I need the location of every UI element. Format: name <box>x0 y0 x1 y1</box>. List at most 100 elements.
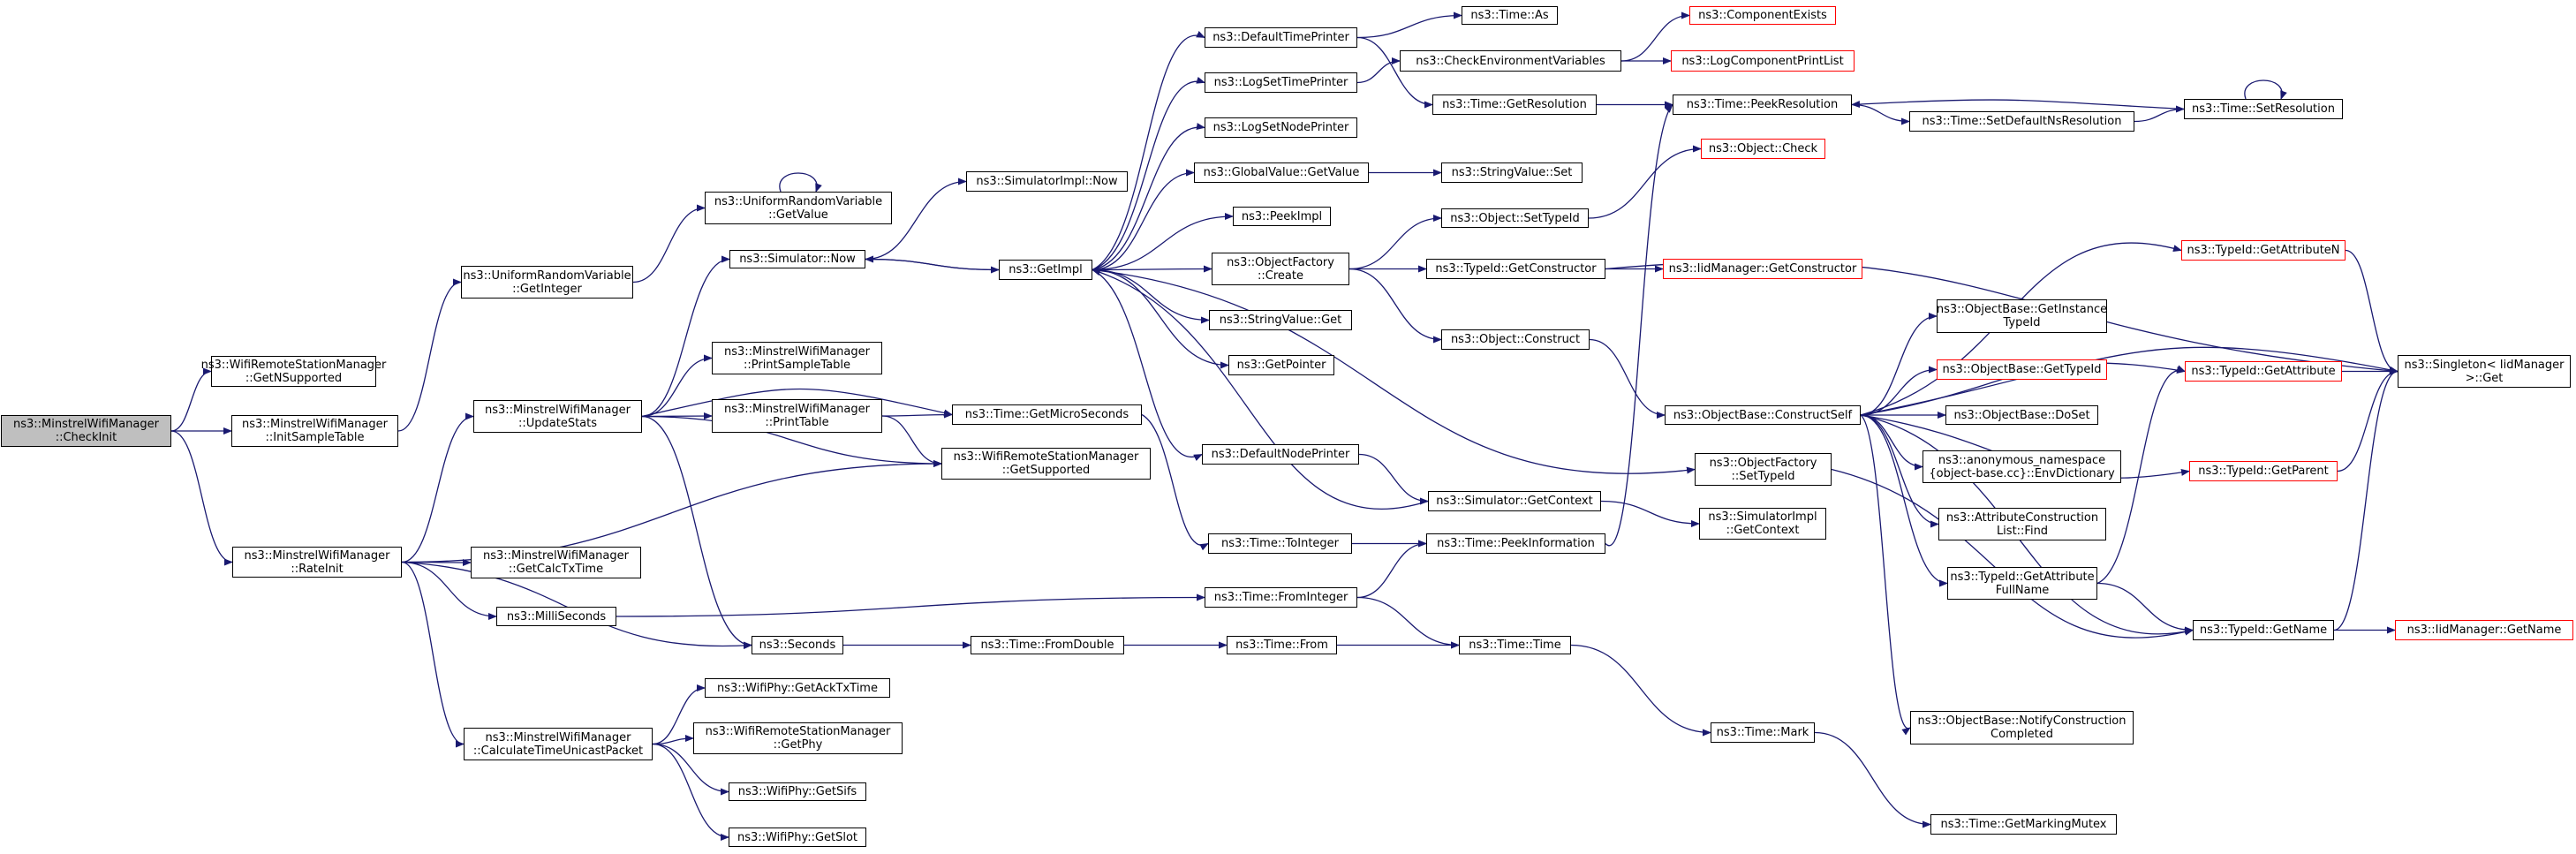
node-logcomponentprintlist[interactable]: ns3::LogComponentPrintList <box>1671 50 1855 72</box>
node-singleton-iidmanager-get[interactable]: ns3::Singleton< IidManager >::Get <box>2398 355 2571 388</box>
node-time-time[interactable]: ns3::Time::Time <box>1459 636 1571 654</box>
node-stringvalue-set[interactable]: ns3::StringValue::Set <box>1441 162 1583 183</box>
node-componentexists[interactable]: ns3::ComponentExists <box>1689 6 1836 25</box>
call-edge <box>401 561 497 620</box>
call-edge <box>170 430 233 566</box>
node-stringvalue-get[interactable]: ns3::StringValue::Get <box>1209 310 1352 330</box>
node-defaulttimeprinter[interactable]: ns3::DefaultTimePrinter <box>1205 27 1357 48</box>
node-objectfactory-create[interactable]: ns3::ObjectFactory::Create <box>1212 253 1349 285</box>
node-time-mark[interactable]: ns3::Time::Mark <box>1711 722 1815 743</box>
node-object-construct[interactable]: ns3::Object::Construct <box>1441 329 1590 350</box>
node-getpointer[interactable]: ns3::GetPointer <box>1228 355 1334 375</box>
node-time-tointeger[interactable]: ns3::Time::ToInteger <box>1208 533 1352 554</box>
node-iidmanager-getconstructor[interactable]: ns3::IidManager::GetConstructor <box>1663 259 1862 279</box>
call-edge <box>1356 57 1401 84</box>
node-simulatorimpl-getcontext[interactable]: ns3::SimulatorImpl::GetContext <box>1699 508 1826 540</box>
node-wrsm-getnsupported[interactable]: ns3::WifiRemoteStationManager::GetNSuppo… <box>201 356 386 387</box>
node-logsetnodeprinter[interactable]: ns3::LogSetNodePrinter <box>1205 117 1357 138</box>
node-objectbase-constructself[interactable]: ns3::ObjectBase::ConstructSelf <box>1665 405 1861 425</box>
call-edge <box>616 593 1205 617</box>
call-edge <box>1348 268 1442 344</box>
node-time-getmarkingmutex[interactable]: ns3::Time::GetMarkingMutex <box>1930 814 2117 835</box>
node-minstrel-getcalctxtime[interactable]: ns3::MinstrelWifiManager::GetCalcTxTime <box>471 547 641 578</box>
node-time-peekresolution[interactable]: ns3::Time::PeekResolution <box>1673 94 1852 115</box>
node-wifiphy-getsifs[interactable]: ns3::WifiPhy::GetSifs <box>729 782 866 801</box>
call-edge <box>1860 414 1948 587</box>
call-edge <box>1600 500 1700 527</box>
node-time-getresolution[interactable]: ns3::Time::GetResolution <box>1432 94 1597 115</box>
node-object-check[interactable]: ns3::Object::Check <box>1701 139 1825 159</box>
node-wrsm-getphy[interactable]: ns3::WifiRemoteStationManager::GetPhy <box>693 722 903 754</box>
call-edge <box>652 684 706 745</box>
node-time-as[interactable]: ns3::Time::As <box>1462 6 1558 25</box>
call-edge <box>1092 268 1429 510</box>
node-globalvalue-getvalue[interactable]: ns3::GlobalValue::GetValue <box>1194 162 1369 183</box>
call-edge <box>1589 338 1666 419</box>
node-time-frominteger[interactable]: ns3::Time::FromInteger <box>1205 587 1357 608</box>
node-minstrel-rateinit[interactable]: ns3::MinstrelWifiManager::RateInit <box>232 547 402 578</box>
node-typeid-getconstructor[interactable]: ns3::TypeId::GetConstructor <box>1426 259 1605 279</box>
call-edge <box>1092 268 1696 474</box>
call-edge <box>1620 11 1690 62</box>
node-typeid-getparent[interactable]: ns3::TypeId::GetParent <box>2189 461 2338 481</box>
call-edge <box>881 415 942 467</box>
node-checkenvironmentvariables[interactable]: ns3::CheckEnvironmentVariables <box>1400 50 1621 72</box>
node-defaultnodeprinter[interactable]: ns3::DefaultNodePrinter <box>1202 444 1359 465</box>
node-wifiphy-getacktxtime[interactable]: ns3::WifiPhy::GetAckTxTime <box>705 678 890 698</box>
call-edge <box>2134 105 2185 123</box>
node-urv-getvalue[interactable]: ns3::UniformRandomVariable::GetValue <box>705 192 892 224</box>
node-logsettimeprinter[interactable]: ns3::LogSetTimePrinter <box>1205 72 1357 93</box>
node-typeid-getattributen[interactable]: ns3::TypeId::GetAttributeN <box>2181 240 2346 261</box>
node-time-setresolution[interactable]: ns3::Time::SetResolution <box>2184 99 2343 119</box>
node-minstrel-printsampletable[interactable]: ns3::MinstrelWifiManager::PrintSampleTab… <box>712 342 882 374</box>
call-edge <box>1860 346 2398 416</box>
node-urv-getinteger[interactable]: ns3::UniformRandomVariable::GetInteger <box>461 266 633 299</box>
call-edge <box>641 415 942 467</box>
call-edge <box>1092 77 1205 271</box>
node-wifiphy-getslot[interactable]: ns3::WifiPhy::GetSlot <box>729 828 866 847</box>
node-typeid-getname[interactable]: ns3::TypeId::GetName <box>2193 620 2334 640</box>
node-minstrel-printtable[interactable]: ns3::MinstrelWifiManager::PrintTable <box>712 399 882 433</box>
node-simulator-now[interactable]: ns3::Simulator::Now <box>729 250 865 268</box>
node-minstrel-checkinit[interactable]: ns3::MinstrelWifiManager::CheckInit <box>1 415 171 447</box>
node-peekimpl[interactable]: ns3::PeekImpl <box>1233 207 1331 226</box>
node-simulatorimpl-now[interactable]: ns3::SimulatorImpl::Now <box>966 171 1128 192</box>
call-edge <box>1605 103 1673 547</box>
node-seconds[interactable]: ns3::Seconds <box>752 636 843 654</box>
node-simulator-getcontext[interactable]: ns3::Simulator::GetContext <box>1428 491 1601 511</box>
node-typeid-getattribute[interactable]: ns3::TypeId::GetAttribute <box>2185 361 2342 382</box>
node-time-peekinformation[interactable]: ns3::Time::PeekInformation <box>1426 533 1605 554</box>
node-time-getmicroseconds[interactable]: ns3::Time::GetMicroSeconds <box>952 404 1142 425</box>
node-object-settypeid[interactable]: ns3::Object::SetTypeId <box>1441 208 1589 228</box>
node-minstrel-calctimeunicastpacket[interactable]: ns3::MinstrelWifiManager::CalculateTimeU… <box>464 728 653 760</box>
call-edge <box>397 278 462 432</box>
call-edge <box>1588 145 1702 219</box>
node-objectfactory-settypeid[interactable]: ns3::ObjectFactory::SetTypeId <box>1695 453 1832 486</box>
call-edge <box>1860 414 2194 636</box>
node-milliseconds[interactable]: ns3::MilliSeconds <box>496 607 616 626</box>
call-edge <box>1860 414 1939 528</box>
node-minstrel-initsampletable[interactable]: ns3::MinstrelWifiManager::InitSampleTabl… <box>231 415 398 447</box>
node-objectbase-gettypeid[interactable]: ns3::ObjectBase::GetTypeId <box>1937 359 2107 380</box>
node-time-from[interactable]: ns3::Time::From <box>1227 636 1337 654</box>
node-minstrel-updatestats[interactable]: ns3::MinstrelWifiManager::UpdateStats <box>473 400 642 433</box>
node-iidmanager-getname[interactable]: ns3::IidManager::GetName <box>2395 620 2573 640</box>
call-edge <box>2096 365 2186 585</box>
node-getimpl[interactable]: ns3::GetImpl <box>999 260 1092 280</box>
node-anonymous-envdictionary[interactable]: ns3::anonymous_namespace{object-base.cc}… <box>1923 450 2121 483</box>
call-edge <box>1851 103 1910 125</box>
node-time-setdefaultnsresolution[interactable]: ns3::Time::SetDefaultNsResolution <box>1909 111 2134 132</box>
node-objectbase-doset[interactable]: ns3::ObjectBase::DoSet <box>1945 405 2098 425</box>
call-edge <box>401 412 474 563</box>
call-edge <box>1831 468 2194 639</box>
call-edge <box>2244 79 2287 100</box>
node-time-fromdouble[interactable]: ns3::Time::FromDouble <box>971 636 1124 654</box>
call-edge <box>1851 99 2185 110</box>
call-edge <box>641 255 730 418</box>
node-wrsm-getsupported[interactable]: ns3::WifiRemoteStationManager::GetSuppor… <box>941 448 1151 480</box>
call-edge <box>865 178 967 261</box>
